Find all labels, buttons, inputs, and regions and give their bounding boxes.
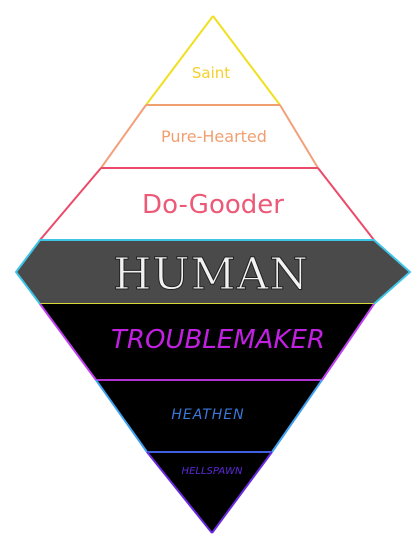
tier-troublemaker-label: TROUBLEMAKER — [111, 325, 325, 355]
tier-do-gooder-label: Do-Gooder — [142, 190, 284, 220]
tier-saint-shape — [146, 16, 280, 105]
edge-right-saint — [212, 15, 281, 106]
tier-troublemaker-shape — [40, 304, 374, 380]
tier-do-gooder-shape — [40, 168, 374, 240]
tier-hellspawn-shape — [147, 452, 272, 533]
edge-right-dogood — [317, 167, 375, 241]
tier-pure-hearted-shape — [101, 105, 318, 168]
edge-left-heathen — [95, 379, 148, 453]
upper-triangle — [39, 15, 375, 241]
tier-human-label: HUMAN — [113, 249, 309, 300]
edge-right-heathen — [271, 379, 323, 453]
edge-left-hell — [146, 451, 213, 534]
tier-saint-label: Saint — [192, 64, 230, 82]
edge-left-saint — [145, 15, 214, 106]
edge-right-pure — [279, 104, 319, 169]
edge-right-trouble — [321, 303, 375, 381]
edge-right-hell — [211, 451, 273, 534]
tier-heathen-shape — [96, 380, 322, 452]
lower-triangle — [39, 303, 375, 534]
edge-left-dogood — [39, 167, 102, 241]
edge-left-trouble — [39, 303, 97, 381]
tier-heathen-label: HEATHEN — [171, 407, 244, 423]
tier-hellspawn-label: HELLSPAWN — [182, 466, 243, 477]
tier-pure-hearted-label: Pure-Hearted — [161, 127, 267, 146]
edge-left-pure — [100, 104, 147, 169]
